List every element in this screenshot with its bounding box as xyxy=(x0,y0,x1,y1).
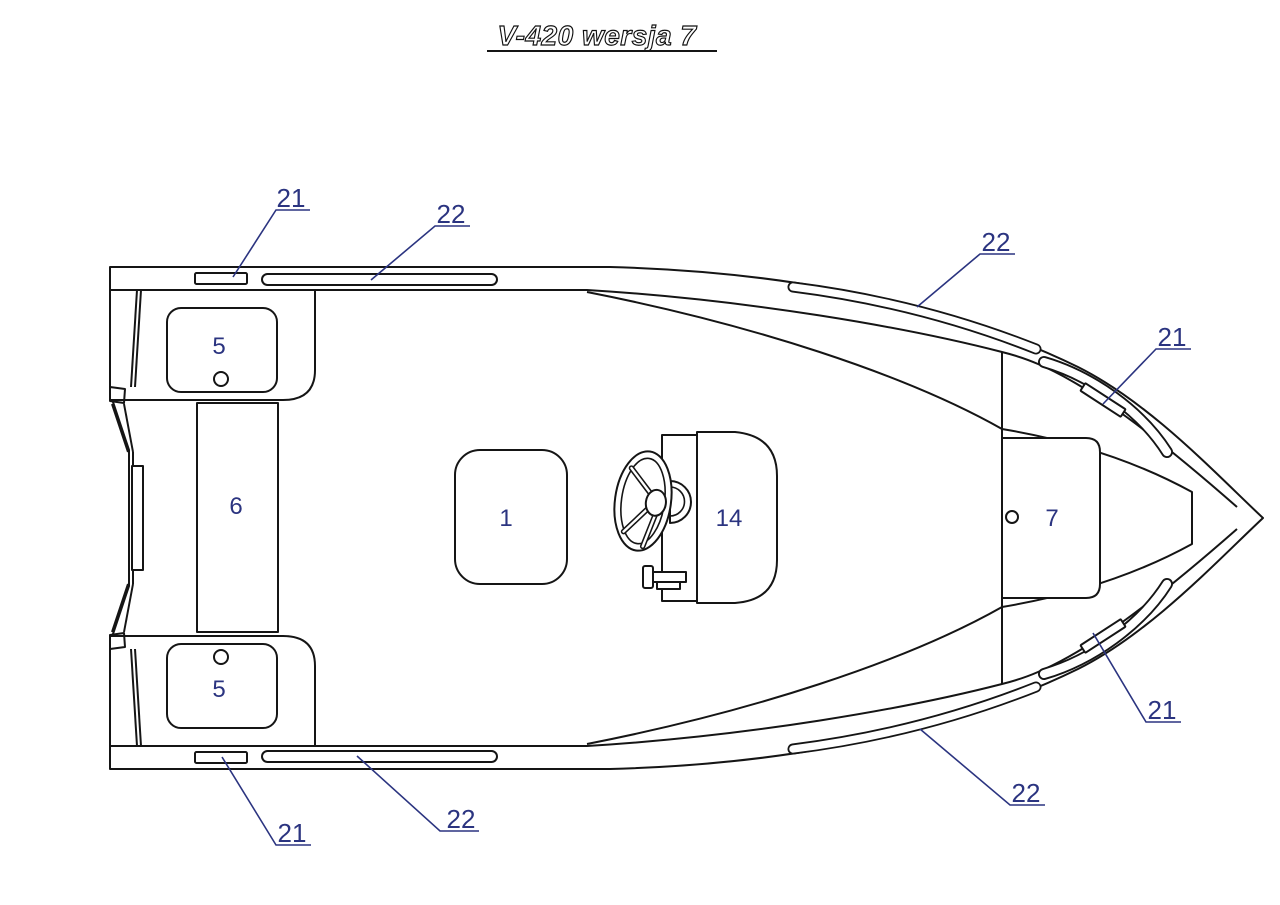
steering-wheel-hub xyxy=(644,488,667,517)
slot-21-top-right xyxy=(1079,382,1127,418)
throttle-lever xyxy=(642,565,687,590)
callout-22-top-right-leader xyxy=(916,253,1015,308)
helm-housing-inner xyxy=(669,486,686,517)
callout-21-top-right-text: 21 xyxy=(1158,322,1187,352)
callout-22-bottom-right-text: 22 xyxy=(1012,778,1041,808)
callout-21-top-right-leader xyxy=(1102,348,1191,405)
quarter-panel-top xyxy=(110,289,316,401)
bow-locker: 7 xyxy=(1001,437,1101,599)
slot-21-bottom-right xyxy=(1079,618,1127,654)
callout-21-top-left: 21 xyxy=(232,183,310,278)
part-label-5-top: 5 xyxy=(212,333,225,360)
steering-wheel xyxy=(613,450,673,552)
slot-21-bottom-left xyxy=(194,751,248,764)
slot-21-top-left xyxy=(194,272,248,285)
callout-22-bottom-left-leader xyxy=(356,755,479,832)
slot-22-top-left xyxy=(261,273,498,286)
helm-housing-outer xyxy=(669,480,692,524)
quarter-panel-bottom xyxy=(110,635,316,747)
bow-handle-top xyxy=(1038,356,1173,458)
callout-21-bottom-right-leader xyxy=(1092,632,1181,723)
hatch-latch-top xyxy=(213,371,229,387)
callout-22-top-left-text: 22 xyxy=(437,199,466,229)
callout-21-top-left-leader xyxy=(232,209,310,278)
callout-21-top-left-text: 21 xyxy=(277,183,306,213)
hatch-latch-bottom xyxy=(213,649,229,665)
callout-21-bottom-right-text: 21 xyxy=(1148,695,1177,725)
bow-handle-bottom xyxy=(1038,578,1173,680)
callout-21-bottom-left-text: 21 xyxy=(278,818,307,848)
gunwale-inner-edge-bottom xyxy=(110,528,1238,747)
part-label-6: 6 xyxy=(229,493,242,520)
part-label-14: 14 xyxy=(716,505,743,532)
callout-21-bottom-right: 21 xyxy=(1092,632,1181,725)
part-label-5-bottom: 5 xyxy=(212,676,225,703)
center-seat: 1 xyxy=(454,449,568,585)
drawing-title: V-420 wersja 7 xyxy=(498,20,698,51)
stern-bench: 6 xyxy=(196,402,279,633)
callout-22-top-right: 22 xyxy=(916,227,1015,308)
locker-latch xyxy=(1005,510,1019,524)
callout-22-top-left: 22 xyxy=(370,199,470,281)
stern-hatch-bottom: 5 xyxy=(166,643,278,729)
slot-22-bottom-right xyxy=(787,681,1042,755)
callout-22-top-left-leader xyxy=(370,225,470,281)
callout-21-bottom-left-leader xyxy=(221,756,311,846)
callout-22-top-right-text: 22 xyxy=(982,227,1011,257)
stern-hatch-top: 5 xyxy=(166,307,278,393)
console-body xyxy=(696,431,778,604)
slot-22-top-right xyxy=(787,281,1042,355)
callout-22-bottom-left-text: 22 xyxy=(447,804,476,834)
callout-22-bottom-right-leader xyxy=(919,728,1045,806)
part-label-1: 1 xyxy=(499,505,512,532)
motor-mount-plate xyxy=(131,465,144,571)
slot-22-bottom-left xyxy=(261,750,498,763)
steering-wheel-spokes xyxy=(620,465,658,550)
callout-21-bottom-left: 21 xyxy=(221,756,311,848)
callout-22-bottom-right: 22 xyxy=(919,728,1045,808)
callout-22-bottom-left: 22 xyxy=(356,755,479,834)
cockpit-inner-line xyxy=(586,291,1193,745)
part-label-7: 7 xyxy=(1045,505,1058,532)
gunwale-inner-edge-top xyxy=(110,289,1238,508)
steering-console: 14 xyxy=(613,431,778,604)
callout-21-top-right: 21 xyxy=(1102,322,1191,405)
